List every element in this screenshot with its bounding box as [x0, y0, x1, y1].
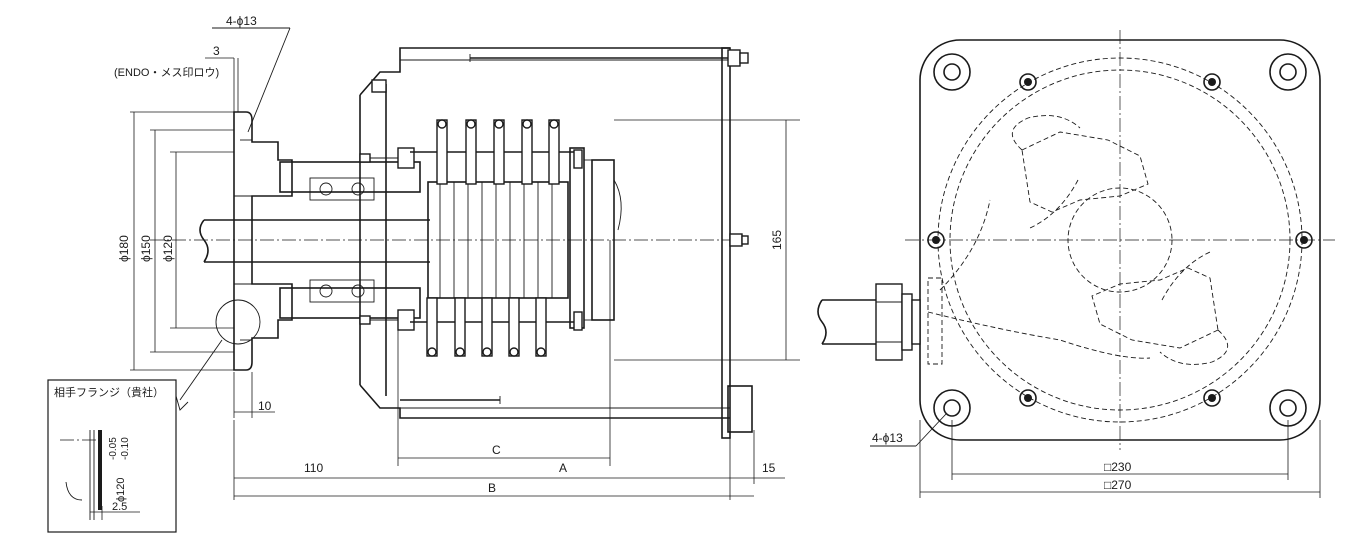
detail-dim-2-5: 2.5 — [112, 501, 127, 513]
seal-note: (ENDO・メス印ロウ) — [114, 66, 219, 79]
tie-rods — [400, 49, 749, 404]
cover-bolts — [927, 73, 1313, 407]
dim-165: 165 — [770, 230, 784, 250]
detail-tolerance-upper: -0.05 — [108, 437, 119, 460]
detail-box — [47, 379, 177, 533]
front-view — [817, 30, 1335, 498]
detail-circle — [215, 299, 261, 345]
dim-b: B — [488, 481, 496, 495]
square-230: □230 — [1104, 460, 1132, 474]
front-hole-spec: 4-ϕ13 — [872, 431, 903, 445]
dia-120: ϕ120 — [161, 235, 175, 262]
dim-3: 3 — [213, 44, 220, 58]
detail-title: 相手フランジ（貴社） — [54, 385, 164, 399]
brush-holders-top — [436, 119, 560, 185]
dim-110: 110 — [304, 461, 323, 475]
dim-10: 10 — [258, 399, 272, 413]
cable-gland — [817, 283, 921, 361]
hole-spec-top: 4-ϕ13 — [226, 14, 257, 28]
rear-plate — [721, 47, 731, 439]
bearing-housing — [279, 79, 421, 331]
shaft-bore — [1067, 187, 1173, 293]
diameter-dimensions — [130, 111, 234, 371]
dim-c: C — [492, 443, 501, 457]
bottom-bracket — [727, 385, 753, 433]
detail-tolerance-dia: ϕ120 — [115, 477, 127, 502]
side-view — [130, 27, 800, 500]
dim-15: 15 — [762, 461, 776, 475]
mounting-flange — [233, 111, 293, 371]
slip-ring-stack — [410, 119, 622, 357]
detail-tolerance-lower: -0.10 — [120, 437, 131, 460]
front-cover — [359, 47, 730, 419]
dia-150: ϕ150 — [139, 235, 153, 262]
dim-a: A — [559, 461, 567, 475]
square-270: □270 — [1104, 478, 1132, 492]
shaft — [199, 219, 430, 263]
brush-holders-bottom — [426, 297, 547, 357]
dia-180: ϕ180 — [117, 235, 131, 262]
